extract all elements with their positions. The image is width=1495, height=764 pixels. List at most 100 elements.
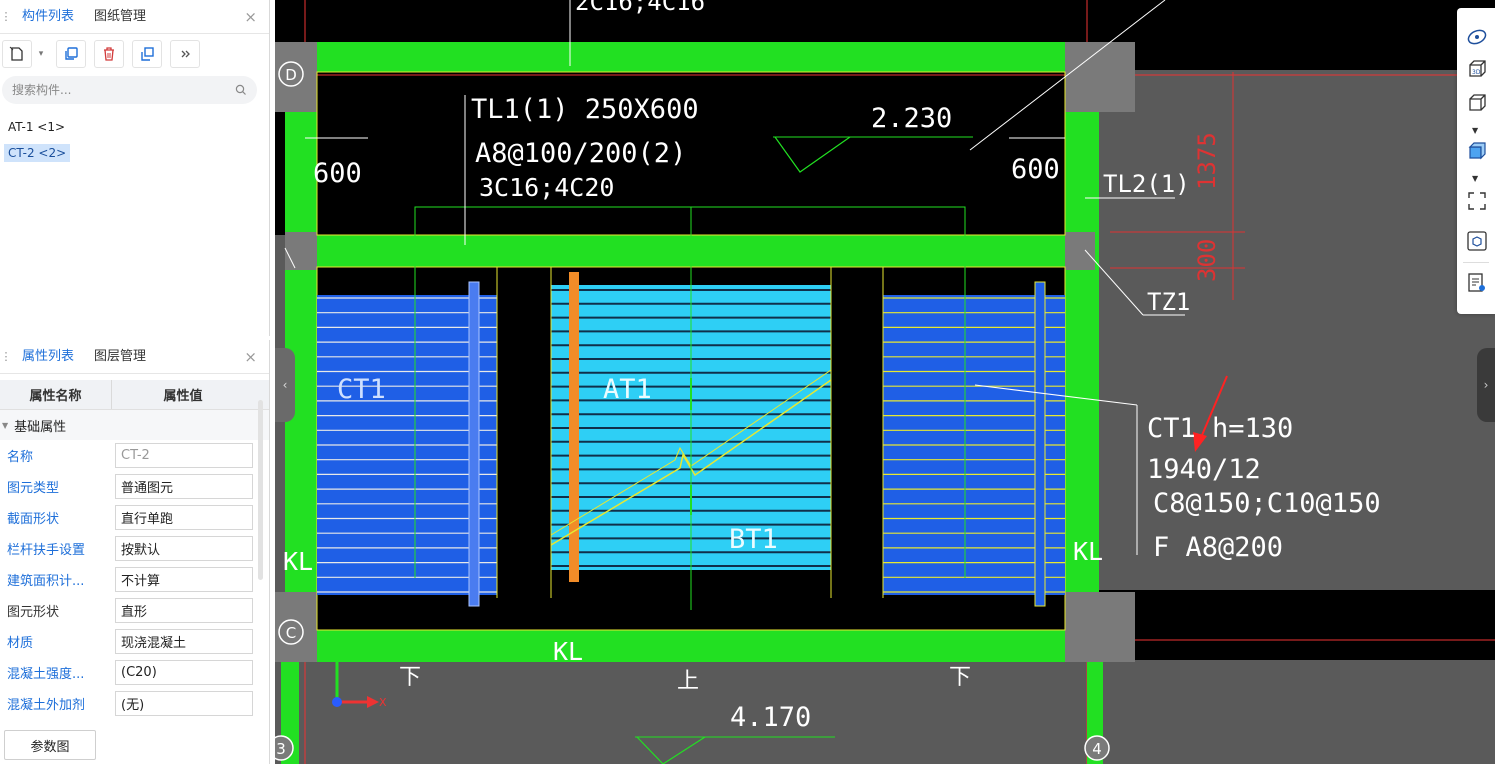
elevation-marker	[636, 736, 706, 764]
tab-drawing-management[interactable]: 图纸管理	[94, 8, 147, 24]
column-header-name: 属性名称	[0, 380, 112, 409]
property-value-field[interactable]: 现浇混凝土	[115, 629, 253, 654]
axis-bubble-3	[275, 735, 294, 761]
chevron-down-icon[interactable]: ▼	[1472, 174, 1479, 183]
property-value-field[interactable]: 直形	[115, 598, 253, 623]
close-icon[interactable]: ×	[244, 8, 257, 26]
tab-property-list[interactable]: 属性列表	[22, 348, 75, 364]
beam-label-tl2: TL2(1)	[1103, 170, 1190, 198]
elevation-label-top: 2.230	[871, 103, 952, 134]
collapse-left-panel-button[interactable]: ‹	[275, 348, 295, 422]
beam-label-kl-bottom: KL	[553, 637, 583, 666]
collapse-right-panel-button[interactable]: ›	[1477, 348, 1495, 422]
component-toolbar: ▾	[0, 34, 269, 74]
leader-line	[974, 384, 1138, 406]
property-name: 图元类型	[7, 481, 60, 496]
stair-direction-down-left: 下	[399, 665, 421, 690]
view-box-button[interactable]	[1466, 230, 1488, 252]
chevron-down-icon[interactable]: ▼	[1472, 126, 1479, 135]
property-group-basic[interactable]: ▼ 基础属性	[0, 410, 269, 440]
ucs-y-arrow	[331, 640, 343, 654]
annotation-line-3: C8@150;C10@150	[1153, 488, 1381, 519]
property-value-field[interactable]: 普通图元	[115, 474, 253, 499]
elevation-marker	[774, 136, 851, 173]
table-row: 混凝土强度... (C20)	[0, 657, 269, 688]
property-value-field[interactable]: 不计算	[115, 567, 253, 592]
tab-layer-management[interactable]: 图层管理	[94, 348, 147, 364]
table-row: 建筑面积计...不计算	[0, 564, 269, 595]
copy-icon	[65, 47, 78, 60]
break-line	[550, 379, 832, 546]
view-3d-button[interactable]: 3D	[1466, 58, 1488, 80]
layer-copy-icon	[141, 47, 154, 61]
beam-label-line-1: TL1(1) 250X600	[471, 94, 699, 125]
dimension-300: 300	[1193, 239, 1221, 282]
new-component-button[interactable]	[2, 40, 32, 68]
delete-component-button[interactable]	[94, 40, 124, 68]
property-value-field[interactable]: (C20)	[115, 660, 253, 685]
view-top-button[interactable]	[1466, 92, 1488, 114]
property-value-field[interactable]: CT-2	[115, 443, 253, 468]
beam-tl	[315, 235, 1065, 267]
list-item-at-1[interactable]: AT-1 <1>	[8, 120, 66, 134]
stair-flight-ct1-left[interactable]	[317, 295, 497, 595]
property-name: 混凝土强度...	[7, 667, 85, 682]
layer-copy-button[interactable]	[132, 40, 162, 68]
drawing-canvas[interactable]: D C 3 4 2C16;4C16 TL1(1) 250X600 A8@100/…	[275, 0, 1495, 764]
component-search	[2, 76, 257, 104]
axis-label-c: C	[286, 624, 296, 642]
parameter-diagram-button[interactable]: 参数图	[4, 730, 96, 760]
tab-component-list[interactable]: 构件列表	[22, 8, 75, 24]
property-value-field[interactable]: (无)	[115, 691, 253, 716]
search-icon[interactable]	[235, 84, 247, 96]
chevron-down-icon[interactable]: ▾	[38, 49, 44, 59]
slab-area-bottom	[275, 660, 1495, 764]
cube-outline-icon	[1469, 94, 1486, 111]
column	[1065, 42, 1135, 112]
zoom-extents-button[interactable]	[1466, 190, 1488, 212]
list-item-ct-2[interactable]: CT-2 <2>	[4, 144, 71, 162]
axis-bubble-d	[278, 61, 304, 87]
dimension-text-group: 1375 300	[1193, 132, 1221, 282]
orbit-button[interactable]	[1466, 26, 1488, 48]
property-value-field[interactable]: 按默认	[115, 536, 253, 561]
close-icon[interactable]: ×	[244, 348, 257, 366]
layer-display-button[interactable]	[1466, 272, 1488, 294]
ucs-x-arrow	[367, 696, 379, 708]
leader-line	[969, 0, 1166, 151]
more-tools-button[interactable]	[170, 40, 200, 68]
chevron-left-icon: ‹	[282, 378, 288, 392]
beam-rebar-partial: 2C16;4C16	[575, 0, 705, 16]
view-shaded-button[interactable]	[1466, 140, 1488, 162]
double-chevron-right-icon	[181, 50, 190, 58]
beam-label-kl-right: KL	[1073, 537, 1103, 566]
panel-grip-icon[interactable]: ⋮	[0, 10, 12, 23]
chevron-down-icon[interactable]: ▼	[2, 420, 9, 430]
orbit-icon	[1467, 29, 1487, 45]
chevron-right-icon: ›	[1483, 378, 1489, 392]
panel-grip-icon[interactable]: ⋮	[0, 350, 12, 363]
copy-component-button[interactable]	[56, 40, 86, 68]
column-header-value: 属性值	[163, 389, 203, 404]
search-input[interactable]	[12, 83, 235, 97]
reference-line	[414, 206, 966, 578]
stair-direction-up: 上	[677, 669, 699, 694]
beam-top	[315, 42, 1065, 72]
stair-direction-down-right: 下	[949, 665, 971, 690]
beam-kl-bottom	[315, 630, 1065, 662]
wall-right	[1065, 112, 1099, 652]
axis-label-4: 4	[1092, 740, 1102, 758]
elevation-label-bottom: 4.170	[730, 702, 811, 733]
component-panel-tabbar: ⋮ 构件列表 图纸管理 ×	[0, 0, 269, 34]
scrollbar[interactable]	[258, 400, 263, 580]
property-value-field[interactable]: 直行单跑	[115, 505, 253, 530]
leader-line	[284, 247, 296, 269]
red-arrow	[1199, 375, 1228, 441]
table-row: 图元形状直形	[0, 595, 269, 626]
table-row: 图元类型 普通图元	[0, 471, 269, 502]
stair-label-ct1: CT1	[337, 374, 386, 405]
axis-label-3: 3	[276, 740, 286, 758]
annotation-line-4: F A8@200	[1153, 532, 1283, 563]
